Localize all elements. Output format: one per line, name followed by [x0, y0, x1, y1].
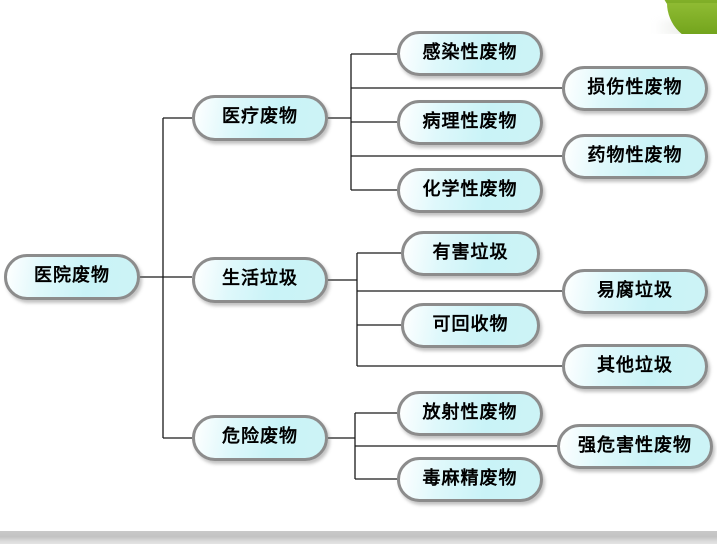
node-label: 病理性废物 [422, 110, 518, 132]
node-label: 医疗废物 [222, 106, 298, 127]
node-label: 感染性废物 [422, 41, 518, 63]
node-leaf-harmful-garbage[interactable]: 有害垃圾 [401, 231, 540, 276]
node-label: 毒麻精废物 [422, 467, 518, 489]
node-branch-domestic-garbage[interactable]: 生活垃圾 [192, 257, 328, 303]
node-label: 药物性废物 [587, 144, 683, 166]
node-leaf-radioactive-waste[interactable]: 放射性废物 [397, 391, 543, 436]
node-label: 生活垃圾 [222, 268, 298, 289]
node-root-hospital-waste[interactable]: 医院废物 [4, 254, 140, 300]
bottom-gray-band [0, 531, 717, 544]
node-branch-medical-waste[interactable]: 医疗废物 [192, 95, 328, 141]
node-label: 危险废物 [222, 426, 298, 447]
node-label: 强危害性废物 [578, 434, 692, 456]
node-leaf-pathological-waste[interactable]: 病理性废物 [397, 100, 543, 145]
node-leaf-infectious-waste[interactable]: 感染性废物 [397, 31, 543, 76]
node-branch-hazardous-waste[interactable]: 危险废物 [192, 415, 328, 461]
node-label: 化学性废物 [422, 178, 518, 200]
node-label: 可回收物 [432, 313, 509, 335]
node-leaf-other-garbage[interactable]: 其他垃圾 [562, 344, 708, 389]
node-leaf-pharmaceutical-waste[interactable]: 药物性废物 [562, 134, 708, 179]
node-leaf-highly-hazardous-waste[interactable]: 强危害性废物 [557, 424, 713, 469]
node-label: 其他垃圾 [597, 354, 673, 376]
node-leaf-perishable-garbage[interactable]: 易腐垃圾 [562, 269, 708, 314]
node-leaf-narcotic-psychotropic-waste[interactable]: 毒麻精废物 [397, 457, 543, 502]
node-leaf-recyclable-garbage[interactable]: 可回收物 [401, 303, 540, 348]
node-label: 损伤性废物 [587, 76, 683, 98]
node-label: 有害垃圾 [432, 241, 509, 263]
node-label: 易腐垃圾 [597, 279, 673, 301]
node-label: 放射性废物 [422, 401, 518, 423]
bottom-white-edge [0, 544, 717, 554]
node-leaf-chemical-waste[interactable]: 化学性废物 [397, 168, 543, 213]
node-leaf-sharps-waste[interactable]: 损伤性废物 [562, 66, 708, 111]
node-label: 医院废物 [34, 265, 110, 286]
